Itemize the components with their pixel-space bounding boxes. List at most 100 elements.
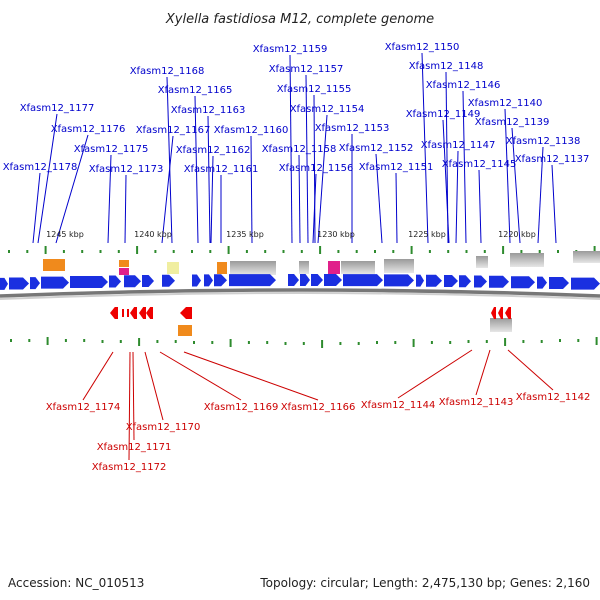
scale-label: 1225 kbp xyxy=(408,230,446,239)
bottom-tick xyxy=(504,338,507,346)
reverse-gene xyxy=(127,309,129,317)
leader-xfasm12-1143 xyxy=(475,349,491,396)
magenta-block xyxy=(328,261,340,274)
top-tick xyxy=(483,250,486,253)
leader-xfasm12-1137 xyxy=(551,164,557,244)
gene-label-xfasm12-1140: Xfasm12_1140 xyxy=(468,98,543,109)
gray-block xyxy=(384,259,414,273)
bottom-tick xyxy=(430,341,433,344)
bottom-tick xyxy=(10,339,12,342)
orange-block xyxy=(217,262,227,274)
bottom-tick xyxy=(156,340,159,343)
forward-gene xyxy=(0,277,8,290)
gene-label-xfasm12-1144: Xfasm12_1144 xyxy=(361,400,436,411)
top-tick xyxy=(99,250,102,253)
gray-block xyxy=(299,261,309,274)
forward-gene xyxy=(549,276,569,289)
top-tick xyxy=(8,250,10,253)
yellow-block xyxy=(167,262,179,274)
gene-label-xfasm12-1147: Xfasm12_1147 xyxy=(421,140,496,151)
leader-xfasm12-1174 xyxy=(82,351,114,401)
leader-xfasm12-1168 xyxy=(166,76,173,244)
gene-label-xfasm12-1149: Xfasm12_1149 xyxy=(406,109,481,120)
gene-label-xfasm12-1165: Xfasm12_1165 xyxy=(158,85,233,96)
bottom-tick xyxy=(559,339,561,342)
scale-label: 1220 kbp xyxy=(498,230,536,239)
top-tick xyxy=(117,250,120,253)
top-tick xyxy=(319,246,322,254)
bottom-tick xyxy=(339,342,342,345)
top-tick xyxy=(136,246,139,254)
top-tick xyxy=(374,250,376,253)
gene-label-xfasm12-1155: Xfasm12_1155 xyxy=(277,84,352,95)
gene-label-xfasm12-1166: Xfasm12_1166 xyxy=(281,402,356,413)
orange-block xyxy=(43,259,65,271)
bottom-tick xyxy=(595,337,598,345)
map-title: Xylella fastidiosa M12, complete genome xyxy=(165,12,434,27)
gene-label-xfasm12-1160: Xfasm12_1160 xyxy=(214,125,289,136)
forward-gene xyxy=(214,274,227,287)
scale-label: 1240 kbp xyxy=(134,230,172,239)
tick-marks xyxy=(8,246,598,348)
gene-label-xfasm12-1162: Xfasm12_1162 xyxy=(176,145,251,156)
gene-label-xfasm12-1175: Xfasm12_1175 xyxy=(74,144,149,155)
bottom-tick xyxy=(284,342,287,345)
genome-stats-text: Topology: circular; Length: 2,475,130 bp… xyxy=(259,576,590,590)
bottom-tick xyxy=(266,341,269,344)
leader-xfasm12-1159 xyxy=(289,54,293,244)
bottom-tick xyxy=(540,340,543,343)
magenta-block xyxy=(119,268,129,275)
reverse-gene xyxy=(505,307,511,319)
leader-xfasm12-1152 xyxy=(375,153,383,244)
leader-xfasm12-1150 xyxy=(421,52,429,244)
gene-label-xfasm12-1138: Xfasm12_1138 xyxy=(506,136,581,147)
forward-gene xyxy=(571,277,600,290)
reverse-gene xyxy=(180,307,192,319)
forward-gene xyxy=(444,275,458,288)
leader-xfasm12-1140 xyxy=(504,108,511,244)
bottom-tick xyxy=(119,340,122,343)
forward-gene xyxy=(511,276,535,289)
forward-gene xyxy=(70,275,108,288)
gene-label-xfasm12-1172: Xfasm12_1172 xyxy=(92,462,167,473)
leader-xfasm12-1178 xyxy=(32,172,41,244)
gene-label-xfasm12-1152: Xfasm12_1152 xyxy=(339,143,414,154)
bottom-tick xyxy=(522,340,525,343)
gene-label-xfasm12-1167: Xfasm12_1167 xyxy=(136,125,211,136)
forward-gene xyxy=(162,274,175,287)
forward-gene xyxy=(288,274,299,287)
gene-label-xfasm12-1151: Xfasm12_1151 xyxy=(359,162,434,173)
bottom-tick xyxy=(46,337,49,345)
scale-label: 1245 kbp xyxy=(46,230,84,239)
reverse-gene xyxy=(146,307,153,319)
gray-block xyxy=(510,253,544,267)
leader-xfasm12-1155 xyxy=(313,94,316,244)
leader-xfasm12-1162 xyxy=(210,155,214,244)
reverse-gene-leaders xyxy=(82,349,554,461)
top-tick xyxy=(282,250,285,253)
gene-label-xfasm12-1145: Xfasm12_1145 xyxy=(442,159,517,170)
top-tick xyxy=(428,250,431,253)
gray-block xyxy=(341,261,375,274)
bottom-tick xyxy=(193,341,195,344)
top-tick xyxy=(191,250,193,253)
gene-label-xfasm12-1137: Xfasm12_1137 xyxy=(515,154,590,165)
top-tick xyxy=(209,250,212,253)
reverse-gene xyxy=(130,307,137,319)
forward-gene xyxy=(474,275,487,288)
forward-gene xyxy=(324,274,342,287)
top-tick xyxy=(81,250,84,253)
orange-block xyxy=(178,325,192,336)
top-tick xyxy=(300,250,303,253)
bottom-tick xyxy=(412,339,415,347)
gene-label-xfasm12-1153: Xfasm12_1153 xyxy=(315,123,390,134)
top-tick xyxy=(245,250,248,253)
bottom-tick xyxy=(357,342,360,345)
forward-gene xyxy=(30,277,40,290)
leader-xfasm12-1171 xyxy=(132,351,135,441)
gene-label-xfasm12-1150: Xfasm12_1150 xyxy=(385,42,460,53)
gene-label-xfasm12-1142: Xfasm12_1142 xyxy=(516,392,591,403)
top-tick xyxy=(593,246,596,254)
top-tick xyxy=(447,250,450,253)
